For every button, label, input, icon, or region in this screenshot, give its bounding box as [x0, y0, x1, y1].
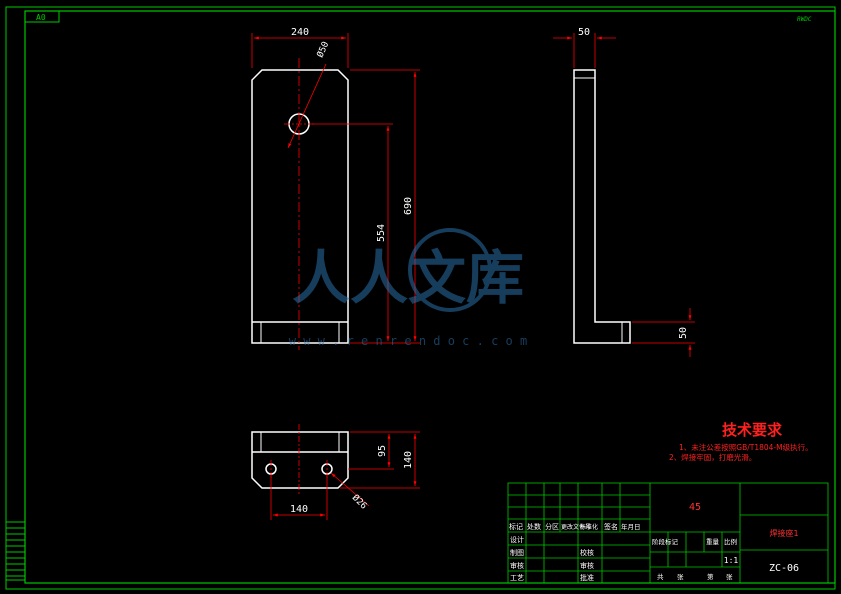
dim-top-offset: 95 — [377, 445, 388, 457]
tech-req-item-1: 1、未注公差按照GB/T1804-M级执行。 — [679, 442, 813, 452]
watermark-ring — [408, 228, 492, 312]
header-sign: 签名 — [604, 522, 618, 531]
binding-strip — [5, 521, 26, 581]
stage-weight: 重量 — [706, 538, 720, 546]
header-mark: 标记 — [509, 522, 523, 531]
sheet-total: 共 — [657, 572, 664, 581]
role-check: 校核 — [580, 548, 594, 557]
front-dimensions — [251, 33, 420, 344]
role-standard: 标准化 — [580, 523, 598, 531]
top-center-lines — [270, 424, 328, 494]
scale-value: 1:1 — [724, 556, 739, 565]
tech-req-item-2: 2、焊接牢固，打磨光滑。 — [669, 452, 756, 462]
header-change-doc: 更改文件号 — [561, 523, 591, 531]
dim-foot-height: 50 — [678, 327, 689, 339]
side-dimensions — [553, 33, 695, 357]
material-value: 45 — [689, 502, 701, 513]
sheet-size-label: A0 — [36, 13, 46, 22]
title-block-roles: 设计 制图 审核 工艺 标准化 校核 审核 批准 — [510, 523, 598, 582]
dim-hole-dia: Ø50 — [315, 40, 332, 59]
role-design: 设计 — [510, 535, 524, 544]
sheet-total-unit: 张 — [677, 572, 684, 581]
part-name: 焊接座1 — [769, 528, 798, 538]
dim-top-depth: 140 — [403, 451, 414, 469]
title-block-header: 标记 处数 分区 更改文件号 签名 年月日 — [509, 522, 641, 531]
dim-slot-dia: Ø26 — [350, 492, 369, 511]
role-review: 审核 — [510, 561, 524, 570]
stage-mark: 阶段标记 — [652, 537, 679, 546]
tech-req-title: 技术要求 — [722, 421, 783, 439]
size-label-box — [24, 10, 60, 23]
role-audit: 审核 — [580, 561, 594, 570]
side-view — [573, 69, 631, 344]
sheet-index-unit: 张 — [726, 572, 733, 581]
dim-side-thickness: 50 — [578, 27, 590, 38]
title-block-grid — [507, 482, 829, 584]
header-date: 年月日 — [621, 522, 641, 531]
front-view — [251, 58, 349, 350]
role-process: 工艺 — [510, 574, 524, 582]
dim-hole-height: 554 — [376, 224, 387, 242]
top-view — [251, 431, 349, 489]
top-dimensions — [270, 431, 420, 520]
watermark-text: 人人文库 — [292, 244, 524, 312]
top-outline — [251, 431, 349, 489]
title-block-stage: 阶段标记 重量 比例 共 张 第 张 — [652, 537, 737, 581]
header-zone: 分区 — [545, 522, 559, 531]
sheet-index: 第 — [707, 572, 714, 581]
watermark-url: w w w . r e n r e n d o c . c o m — [289, 334, 527, 348]
stage-scale: 比例 — [724, 537, 737, 546]
front-outline — [251, 69, 349, 344]
drawing-number: ZC-06 — [769, 563, 799, 574]
dim-total-height: 690 — [403, 197, 414, 215]
watermark: 人人文库 w w w . r e n r e n d o c . c o m — [289, 228, 527, 348]
dim-top-width: 140 — [290, 504, 308, 515]
side-outline — [573, 69, 631, 344]
role-approve: 批准 — [580, 573, 594, 582]
header-count: 处数 — [527, 522, 541, 531]
corner-mark: RWDC — [797, 16, 812, 23]
role-draw: 制图 — [510, 548, 524, 557]
dim-front-width: 240 — [291, 27, 309, 38]
inner-frame — [24, 10, 836, 584]
